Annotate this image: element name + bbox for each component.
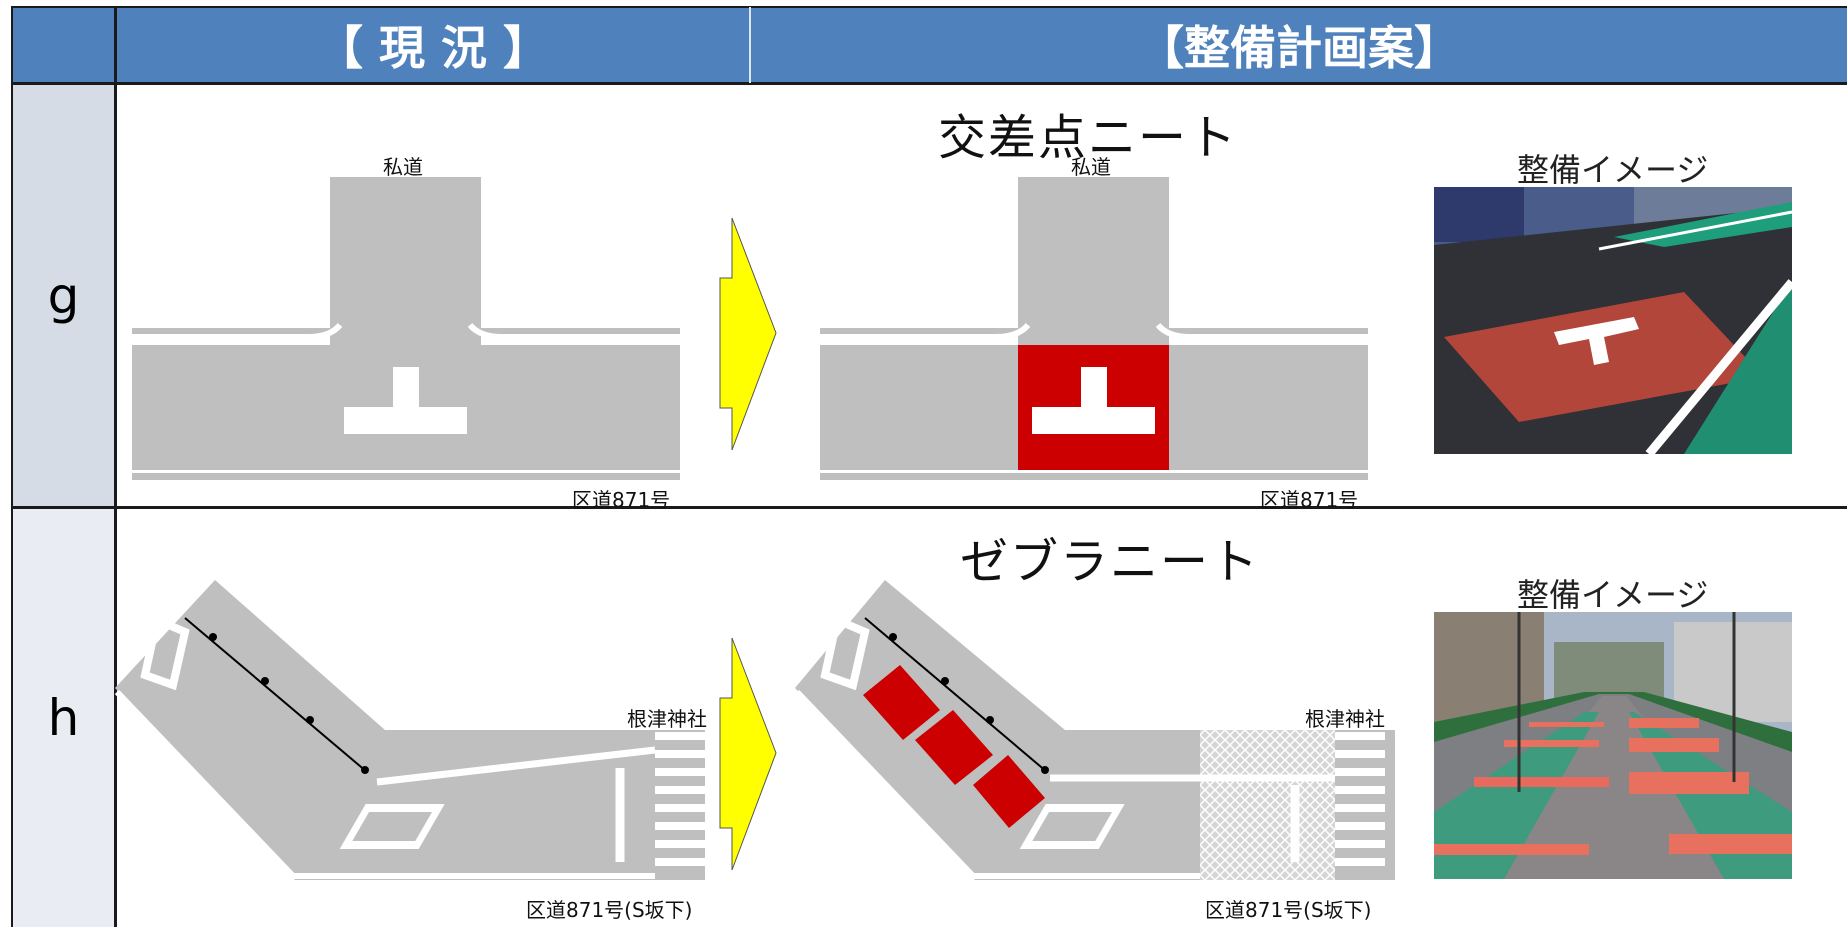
hatched-zone [1200,730,1335,880]
diamond-mark-1 [140,614,190,691]
main-road-bottom-shoulder [132,473,680,480]
grid-line-label [114,6,117,927]
plan-title-h: ゼブラニート [960,534,1261,590]
current-intersection-diagram [132,177,680,480]
plan-g-main-road-label: 区道871号 [1260,488,1359,512]
plan-g-side-road-label: 私道 [1071,155,1111,179]
grid-line-header [11,82,1847,85]
plan-h-main-road-label: 区道871号(S坂下) [1205,898,1372,922]
plan-title-g: 交差点ニート [938,110,1239,166]
photo-g-label: 整備イメージ [1517,151,1709,189]
grid-line-left [11,6,13,927]
header-plan: 【整備計画案】 [751,7,1847,83]
kerb-line [184,617,368,773]
zebra-road-photo [1434,612,1792,879]
plan-zebra-diagram [794,580,1395,880]
current-zebra-diagram [114,580,715,890]
crosswalk [655,732,705,866]
header-current: 【 現 況 】 [117,7,749,83]
current-h-main-road-label: 区道871号(S坂下) [526,898,693,922]
right-arrow-icon [719,217,777,451]
grid-line-top [11,6,1847,8]
current-g-side-road-label: 私道 [383,155,423,179]
header-corner [12,7,115,83]
curb-right [467,322,680,340]
right-arrow-icon [719,637,777,871]
red-zebra-stripes [863,665,1045,828]
row-label-g: g [12,84,115,507]
current-h-landmark-label: 根津神社 [627,707,707,731]
t-mark-bar [344,407,467,434]
diamond-mark-2 [339,804,445,849]
plan-intersection-diagram [820,177,1368,480]
intersection-photo [1434,187,1796,457]
grid-line-row [11,506,1847,509]
outer-edge-line [114,689,655,879]
t-mark-stem [393,367,419,407]
grid-line-header-divider [749,7,751,83]
side-road [330,177,481,327]
curb-left [132,322,343,340]
plan-h-landmark-label: 根津神社 [1305,707,1385,731]
row-label-h: h [12,509,115,927]
side-road-fill [330,327,481,345]
diagonal-road [115,580,715,880]
photo-h-label: 整備イメージ [1517,576,1709,614]
center-line [376,746,656,786]
current-g-main-road-label: 区道871号 [572,488,671,512]
